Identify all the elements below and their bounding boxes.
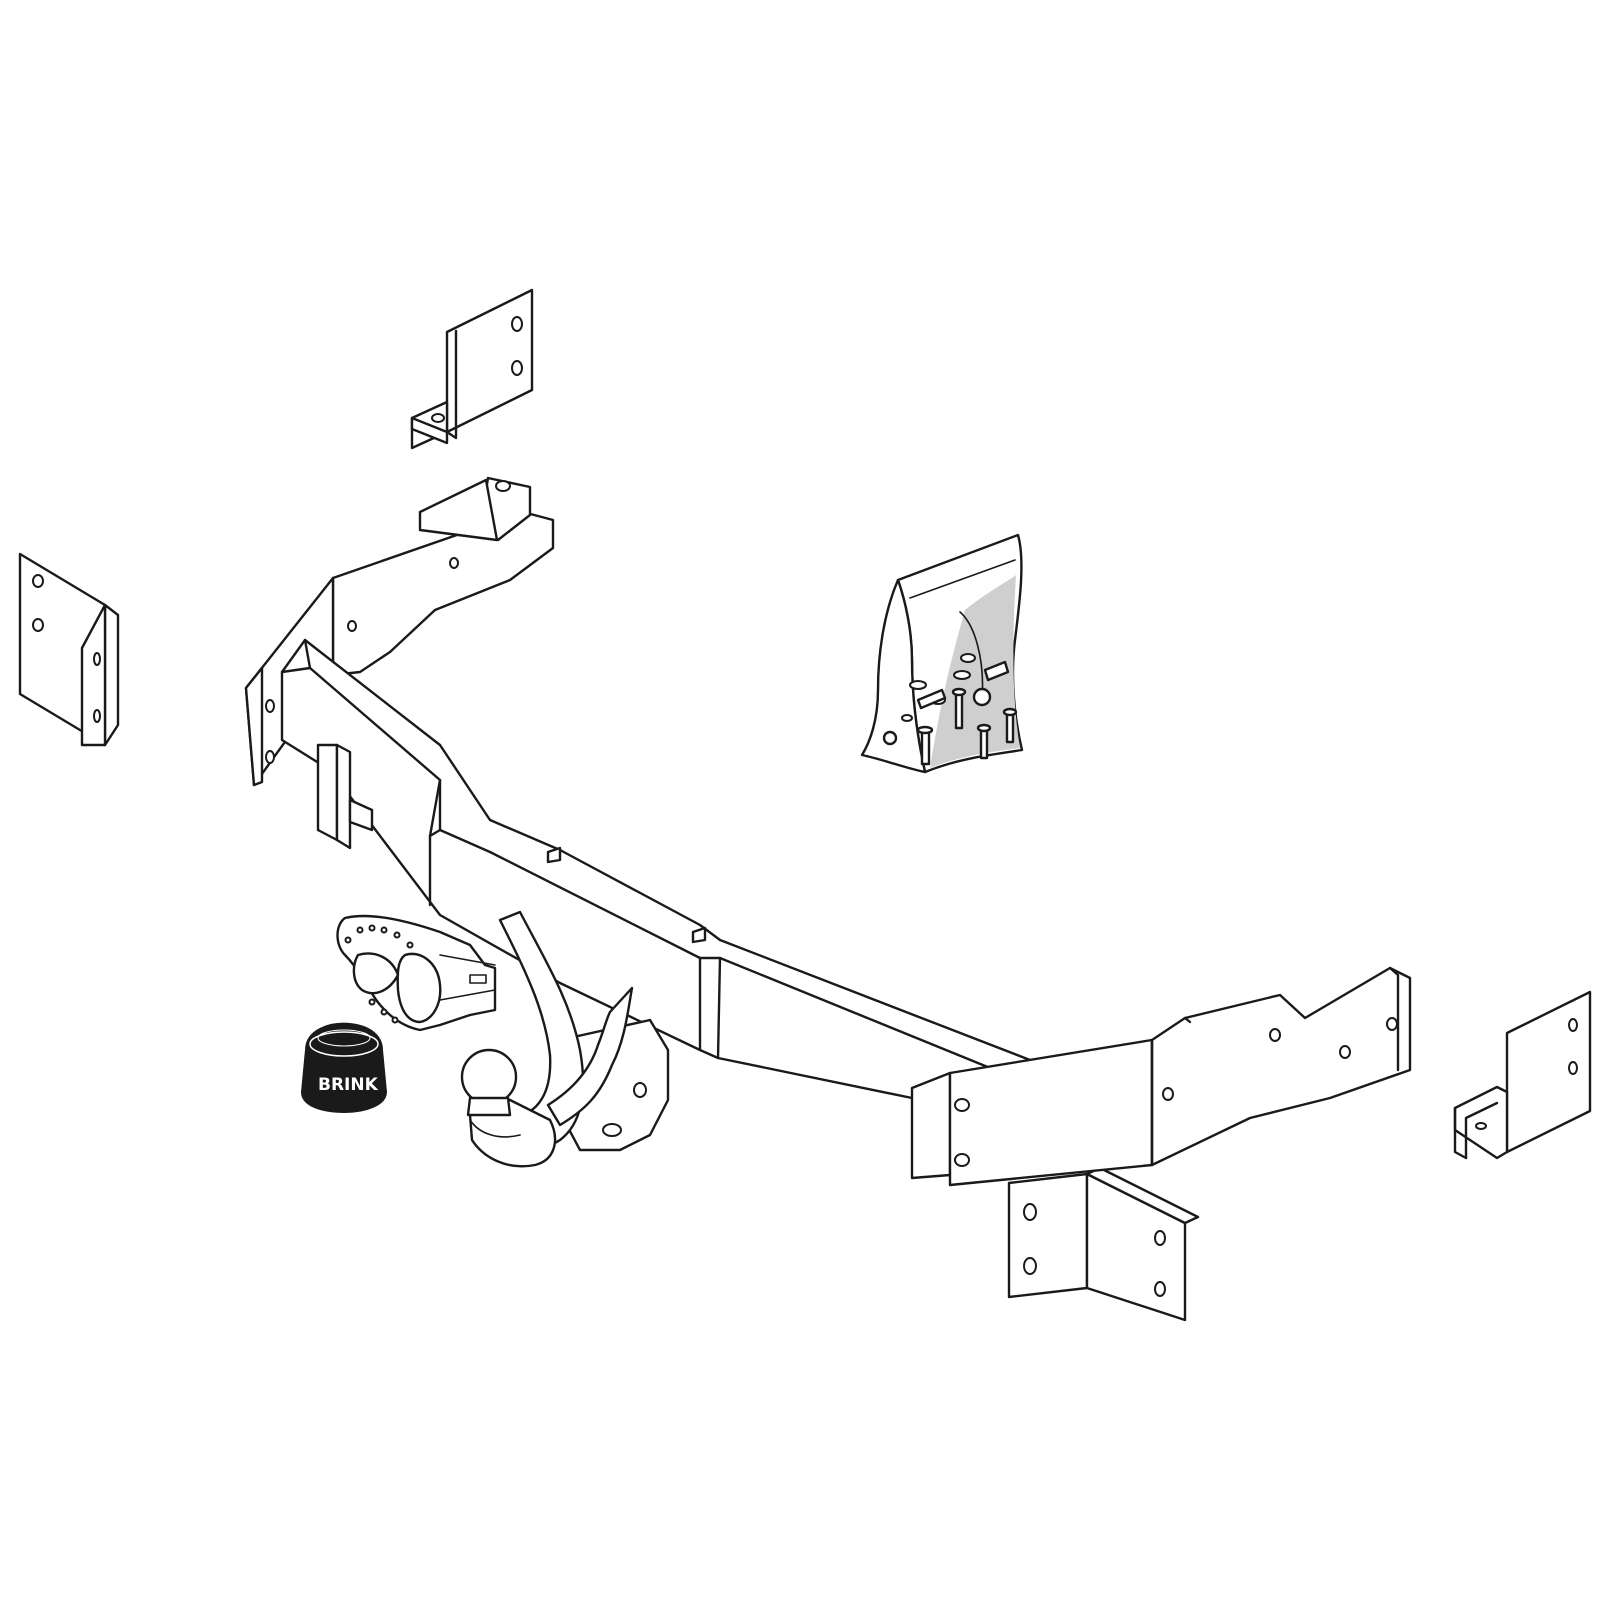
- bracket-right: [1453, 990, 1592, 1160]
- towbar-crossbar: [244, 476, 1412, 1187]
- bracket-left: [18, 552, 120, 747]
- tow-ball-neck: [460, 910, 670, 1168]
- bolt-set: [882, 653, 1018, 766]
- cap-logo-text: BRINK: [318, 1075, 379, 1095]
- bracket-bottom: [1007, 1166, 1200, 1322]
- bracket-top: [410, 288, 534, 450]
- socket-plate: [336, 914, 497, 1032]
- fixing-kit-bag: [860, 533, 1024, 774]
- ball-cap: BRINK: [300, 1022, 388, 1114]
